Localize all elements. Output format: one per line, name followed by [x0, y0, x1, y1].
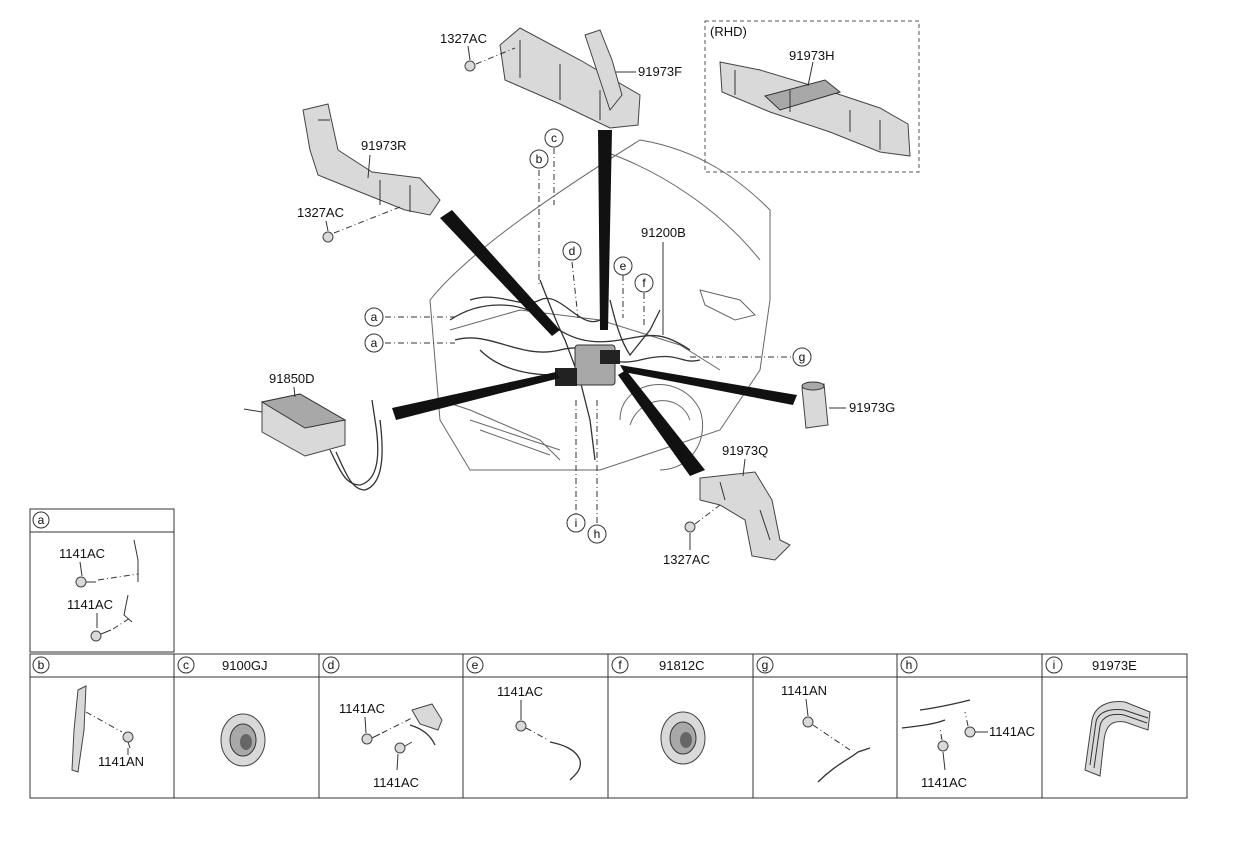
rhd-inset: (RHD) 91973H — [704, 20, 920, 173]
bolt-icon — [937, 740, 949, 752]
ref-letter: c — [551, 131, 557, 145]
label-1141ac-e: 1141AC — [497, 684, 543, 699]
ref-letter: d — [569, 244, 576, 258]
ref-circle-d: d — [562, 241, 582, 261]
nut-icon — [464, 60, 476, 72]
duct-91973r-drawing — [302, 103, 441, 216]
ref-letter: e — [620, 259, 627, 273]
rhd-label: (RHD) — [710, 24, 747, 39]
detail-letter: h — [906, 658, 913, 672]
bolt-icon — [802, 716, 814, 728]
label-1141ac-h2: 1141AC — [921, 775, 967, 790]
label-91973r: 91973R — [361, 138, 407, 153]
ref-letter: f — [642, 276, 646, 290]
ref-circle-h: h — [587, 524, 607, 544]
ref-circle-g: g — [792, 347, 812, 367]
label-1141ac-a2: 1141AC — [67, 597, 113, 612]
label-1141an-b: 1141AN — [98, 754, 144, 769]
protector-91973q-drawing — [699, 471, 791, 561]
box-91850d-drawing — [243, 393, 383, 491]
duct-91973f-drawing — [499, 27, 641, 129]
ref-circle-i: i — [566, 513, 586, 533]
detail-cell-h: h 1141AC 1141AC — [900, 656, 1035, 790]
nut-icon — [322, 231, 334, 243]
ref-letter: g — [799, 350, 806, 364]
label-1141an-g: 1141AN — [781, 683, 827, 698]
ref-letter: h — [594, 527, 601, 541]
detail-letter: e — [472, 658, 479, 672]
detail-cell-d: d 1141AC 1141AC — [322, 656, 443, 790]
ref-circle-a1: a — [364, 307, 384, 327]
bolt-icon — [964, 726, 976, 738]
bolt-icon — [515, 720, 527, 732]
detail-strip: b 1141AN c 9100GJ d 1141AC — [29, 653, 1188, 799]
label-1327ac-top: 1327AC — [440, 31, 487, 46]
detail-a-letter: a — [38, 513, 45, 527]
grommet-icon — [660, 711, 706, 765]
protector-91973e-drawing — [1084, 701, 1151, 777]
detail-cell-b: b 1141AN — [32, 656, 144, 773]
label-9100gj: 9100GJ — [222, 658, 268, 673]
detail-cell-f: f 91812C — [611, 656, 706, 765]
detail-letter: c — [183, 658, 189, 672]
wiring-harness-drawing — [449, 279, 701, 461]
label-91812c: 91812C — [659, 658, 705, 673]
bolt-icon — [122, 731, 134, 749]
nut-icon — [684, 521, 696, 533]
label-91973f: 91973F — [638, 64, 682, 79]
label-1327ac-left: 1327AC — [297, 205, 344, 220]
detail-letter: b — [38, 658, 45, 672]
protector-91973g-drawing — [801, 381, 829, 429]
bolt-icon — [75, 576, 96, 588]
leader-wedges — [392, 130, 797, 476]
grommet-icon — [220, 713, 266, 767]
detail-letter: d — [328, 658, 335, 672]
label-91850d: 91850D — [269, 371, 315, 386]
bolt-icon — [361, 733, 381, 745]
ref-circle-c: c — [544, 128, 564, 148]
label-91200b: 91200B — [641, 225, 686, 240]
ref-circle-b: b — [529, 149, 549, 169]
label-1141ac-d1: 1141AC — [339, 701, 385, 716]
duct-91973h-drawing — [719, 61, 911, 157]
detail-letter: i — [1053, 658, 1056, 672]
bolt-icon — [90, 629, 112, 642]
detail-letter: f — [618, 658, 622, 672]
ref-circle-a2: a — [364, 333, 384, 353]
reference-lines — [385, 148, 792, 524]
detail-cell-g: g 1141AN — [756, 656, 871, 783]
ref-circle-f: f — [634, 273, 654, 293]
rhd-inset-frame — [704, 20, 920, 173]
label-91973h: 91973H — [789, 48, 835, 63]
detail-cell-c: c 9100GJ — [177, 656, 268, 767]
label-1141ac-h1: 1141AC — [989, 724, 1035, 739]
label-1327ac-bottom: 1327AC — [663, 552, 710, 567]
label-1141ac-a1: 1141AC — [59, 546, 105, 561]
label-91973e: 91973E — [1092, 658, 1137, 673]
ref-letter: a — [371, 310, 378, 324]
detail-a-panel: a 1141AC 1141AC — [29, 508, 175, 653]
ref-letter: b — [536, 152, 543, 166]
detail-cell-i: i 91973E — [1045, 656, 1151, 777]
ref-circle-e: e — [613, 256, 633, 276]
label-1141ac-d2: 1141AC — [373, 775, 419, 790]
label-91973g: 91973G — [849, 400, 895, 415]
detail-letter: g — [762, 658, 769, 672]
bolt-icon — [394, 741, 413, 754]
detail-cell-e: e 1141AC — [466, 656, 581, 781]
ref-letter: i — [575, 516, 578, 530]
ref-letter: a — [371, 336, 378, 350]
label-91973q: 91973Q — [722, 443, 768, 458]
